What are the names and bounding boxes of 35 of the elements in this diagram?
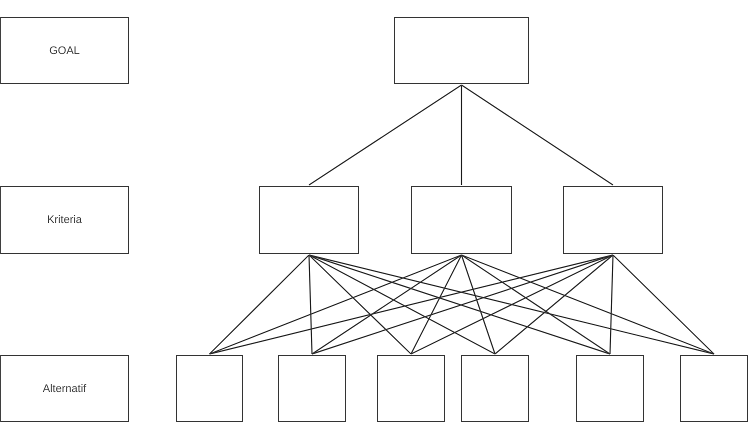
connector-line: [308, 254, 496, 355]
connector-line: [209, 254, 614, 355]
connector-line: [312, 254, 462, 354]
connector-line: [460, 85, 462, 185]
empty-box: [259, 186, 359, 254]
connector-line: [209, 254, 462, 355]
level-box: [0, 17, 129, 84]
connector-line: [308, 254, 412, 354]
empty-box: [461, 355, 529, 422]
connector-line: [410, 254, 614, 355]
connector-line: [609, 254, 614, 354]
empty-box: [394, 17, 529, 84]
empty-box: [278, 355, 346, 422]
level-box: [0, 355, 129, 422]
level-label: Kriteria: [47, 214, 82, 226]
connector-line: [612, 254, 714, 354]
level-box: [0, 186, 129, 254]
connector-line: [209, 254, 310, 354]
empty-box: [411, 186, 512, 254]
empty-box: [176, 355, 243, 422]
connector-line: [308, 254, 714, 355]
empty-box: [576, 355, 644, 422]
connector-line: [410, 254, 462, 354]
connector-line: [494, 254, 614, 354]
level-label: GOAL: [49, 44, 80, 56]
empty-box: [563, 186, 663, 254]
connector-line: [308, 254, 313, 354]
connector-line: [308, 84, 462, 186]
empty-box: [377, 355, 445, 422]
connector-line: [461, 254, 714, 355]
connector-line: [460, 254, 496, 354]
connector-line: [461, 84, 614, 186]
level-label: Alternatif: [42, 382, 86, 394]
empty-box: [680, 355, 748, 422]
connector-line: [461, 254, 610, 354]
